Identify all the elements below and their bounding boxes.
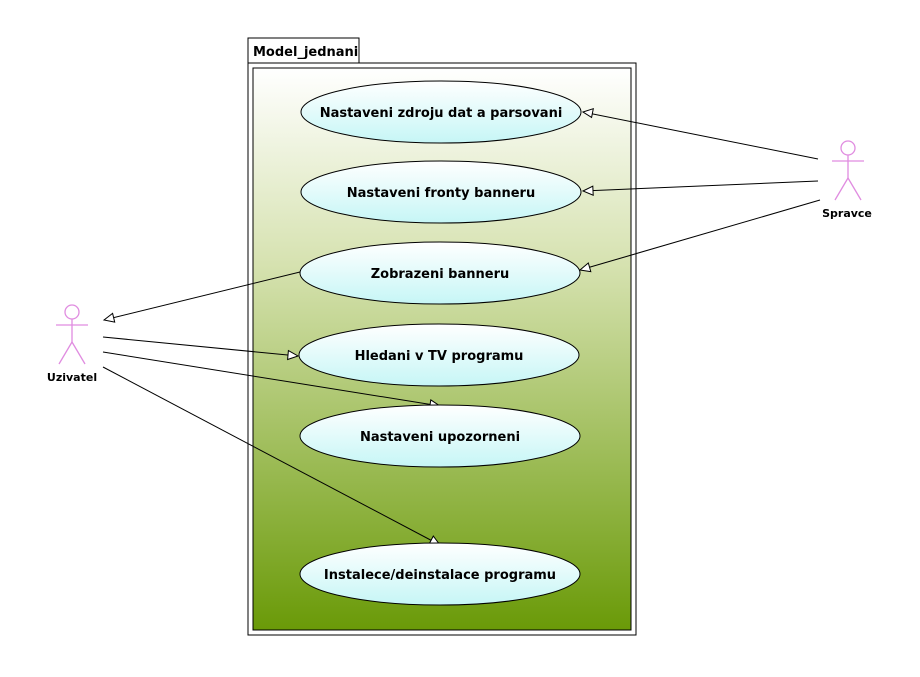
association-line xyxy=(102,366,441,546)
use-case-hledani-v-tv-programu[interactable]: Hledani v TV programu xyxy=(298,323,580,387)
actor-spravce[interactable]: Spravce xyxy=(822,140,872,220)
association-arrowhead xyxy=(581,107,594,119)
actor-stick-figure-icon xyxy=(832,140,864,201)
association-arrowhead xyxy=(578,262,592,273)
association-line xyxy=(103,271,301,321)
association-arrowhead xyxy=(581,185,594,196)
actor-name: Uzivatel xyxy=(47,371,97,384)
package-tab xyxy=(247,37,360,64)
associations xyxy=(102,107,821,546)
use-case-ellipse xyxy=(299,241,581,305)
use-case-nastaveni-zdroju-dat[interactable]: Nastaveni zdroju dat a parsovani xyxy=(300,80,582,144)
use-case-nastaveni-upozorneni[interactable]: Nastaveni upozorneni xyxy=(299,404,581,468)
association-line xyxy=(582,180,819,192)
association-arrowhead xyxy=(102,312,116,323)
use-case-label: Zobrazeni banneru xyxy=(371,267,510,282)
use-case-nastaveni-fronty-banneru[interactable]: Nastaveni fronty banneru xyxy=(300,160,582,224)
actor-name: Spravce xyxy=(822,207,872,220)
package-name: Model_jednani xyxy=(253,45,358,60)
actor-uzivatel[interactable]: Uzivatel xyxy=(47,304,97,384)
use-case-label: Nastaveni fronty banneru xyxy=(347,186,535,201)
use-case-ellipse xyxy=(300,80,582,144)
use-case-label: Hledani v TV programu xyxy=(355,349,524,364)
use-case-zobrazeni-banneru[interactable]: Zobrazeni banneru xyxy=(299,241,581,305)
use-case-ellipse xyxy=(299,542,581,606)
association-arrowhead xyxy=(287,349,300,361)
association-line xyxy=(102,336,299,357)
association-line xyxy=(579,199,821,271)
use-case-ellipse xyxy=(300,160,582,224)
association-line xyxy=(102,351,441,407)
use-case-label: Nastaveni zdroju dat a parsovani xyxy=(320,106,563,121)
use-case-instalace-programu[interactable]: Instalece/deinstalace programu xyxy=(299,542,581,606)
use-case-ellipse xyxy=(298,323,580,387)
use-case-ellipse xyxy=(299,404,581,468)
actor-stick-figure-icon xyxy=(56,304,88,365)
use-case-label: Nastaveni upozorneni xyxy=(360,430,520,445)
use-case-label: Instalece/deinstalace programu xyxy=(324,568,556,583)
association-line xyxy=(582,111,819,160)
